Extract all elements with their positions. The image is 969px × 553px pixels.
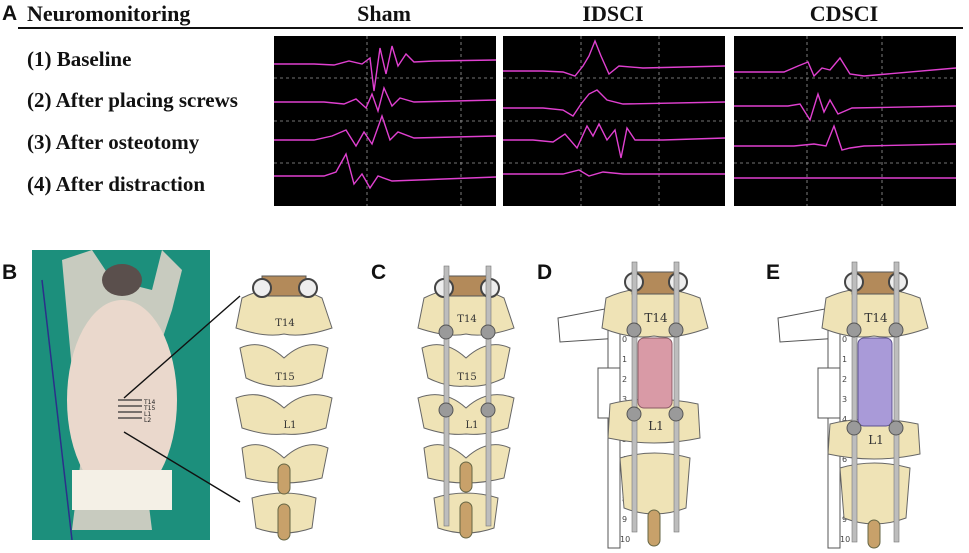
emg-panel-sham	[274, 36, 496, 206]
row-label-after-screws: (2) After placing screws	[27, 88, 238, 112]
pedicle-screw	[626, 406, 642, 422]
emg-trace	[734, 123, 956, 151]
ruler-tick: 1	[622, 355, 627, 364]
rabbit-photo-svg: T14 T15 L1 L2	[32, 250, 210, 540]
skin-label: L1	[144, 411, 151, 418]
ruler-tick: 10	[840, 535, 850, 544]
pedicle-screw	[438, 402, 454, 418]
panel-e-letter: E	[766, 261, 781, 284]
emg-svg-cdsci	[734, 36, 956, 206]
panel-c-letter: C	[371, 261, 387, 284]
pedicle-screw	[480, 324, 496, 340]
vertebra-label: L1	[465, 420, 478, 431]
ruler-tick: 1	[842, 355, 847, 364]
emg-trace	[734, 91, 956, 122]
emg-svg-idsci	[503, 36, 725, 206]
spine-c-svg: T14 T15 L1	[417, 265, 515, 539]
spine-b-svg: T14 T15 L1	[235, 275, 333, 541]
fixation-rod	[485, 265, 492, 527]
group-title-cdsci: CDSCI	[809, 1, 879, 26]
fixation-rod	[893, 261, 900, 543]
group-title-sham: Sham	[357, 1, 411, 26]
vertebra-label: T15	[457, 372, 476, 383]
spine-e: 0 1 2 3 4 5 6 7 8 9 10	[770, 258, 969, 550]
pedicle-screw	[846, 420, 862, 436]
vertebra-label: L1	[283, 420, 296, 431]
skin-marks	[118, 399, 142, 419]
pedicle-screw	[846, 322, 862, 338]
fixation-rod	[851, 261, 858, 543]
spine-c: T14 T15 L1	[404, 262, 529, 547]
pedicle-screw	[888, 322, 904, 338]
pedicle-screw	[888, 420, 904, 436]
vertebra-label: T15	[275, 372, 294, 383]
spine-d: 0 1 2 3 4 5 6 7 8 9 10	[550, 258, 750, 550]
vertebra-label: T14	[644, 311, 668, 325]
spinal-cord-distracted	[637, 337, 673, 409]
fixation-rod	[673, 261, 680, 533]
ruler-tick: 10	[620, 535, 630, 544]
emg-panel-idsci	[503, 36, 725, 206]
emg-trace	[734, 56, 956, 78]
panel-b-letter: B	[2, 261, 18, 284]
ruler-tick: 6	[842, 455, 847, 464]
skin-label: T15	[143, 405, 155, 412]
row-label-after-distraction: (4) After distraction	[27, 172, 206, 196]
fixation-rod	[443, 265, 450, 527]
skin-label: L2	[144, 417, 151, 424]
fixation-rod	[631, 261, 638, 533]
pedicle-screw	[668, 406, 684, 422]
spine-b: T14 T15 L1	[222, 268, 347, 548]
ruler-tick: 0	[622, 335, 627, 344]
panel-d-letter: D	[537, 261, 553, 284]
emg-trace	[503, 39, 725, 77]
pedicle-screw	[668, 322, 684, 338]
header-rule	[18, 27, 963, 29]
spinal-cord-distracted	[857, 337, 893, 427]
vertebra-label: L1	[868, 433, 884, 447]
emg-trace	[503, 89, 725, 117]
emg-trace	[274, 45, 496, 92]
spine-e-svg: 0 1 2 3 4 5 6 7 8 9 10	[777, 261, 929, 549]
vertebra-label: T14	[457, 314, 476, 325]
vertebra-label: T14	[275, 318, 294, 329]
vertebra-label: L1	[648, 419, 664, 433]
ruler-tick: 3	[842, 395, 847, 404]
ruler-tick: 9	[622, 515, 627, 524]
ruler-tick: 2	[622, 375, 627, 384]
vertebra-label: T14	[864, 311, 888, 325]
neuromonitoring-header: Neuromonitoring	[27, 1, 191, 26]
ruler-tick: 2	[842, 375, 847, 384]
rabbit-photo: T14 T15 L1 L2	[32, 250, 210, 540]
ruler-tick: 4	[842, 415, 847, 424]
emg-trace	[274, 152, 496, 190]
ruler-tick: 0	[842, 335, 847, 344]
pedicle-screw	[480, 402, 496, 418]
emg-trace	[503, 122, 725, 159]
panel-a-letter: A	[2, 2, 18, 25]
spine-d-svg: 0 1 2 3 4 5 6 7 8 9 10	[557, 261, 709, 549]
emg-svg-sham	[274, 36, 496, 206]
ruler-tick: 3	[622, 395, 627, 404]
emg-panel-cdsci	[734, 36, 956, 206]
emg-trace	[274, 113, 496, 148]
emg-trace	[503, 169, 725, 177]
group-title-idsci: IDSCI	[582, 1, 644, 26]
row-label-baseline: (1) Baseline	[27, 47, 132, 71]
pedicle-screw	[626, 322, 642, 338]
emg-trace	[274, 85, 496, 114]
row-label-after-osteotomy: (3) After osteotomy	[27, 130, 200, 154]
skin-label: T14	[143, 399, 155, 406]
ruler-tick: 9	[842, 515, 847, 524]
pedicle-screw	[438, 324, 454, 340]
